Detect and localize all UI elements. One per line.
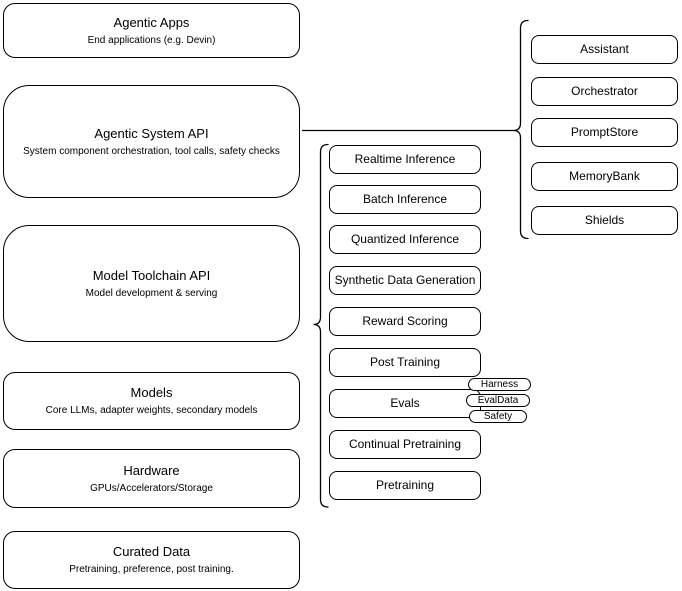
node-title: Models <box>130 385 173 400</box>
system-components-brace <box>513 19 529 240</box>
tag-label: Safety <box>483 410 513 422</box>
item-label: Assistant <box>580 42 629 56</box>
system-component-memorybank: MemoryBank <box>531 162 678 191</box>
node-subtitle: GPUs/Accelerators/Storage <box>90 482 213 494</box>
node-model-toolchain-api: Model Toolchain API Model development & … <box>3 225 300 342</box>
item-label: Post Training <box>369 355 441 369</box>
toolchain-item-quantized-inference: Quantized Inference <box>329 225 481 254</box>
toolchain-item-pretraining: Pretraining <box>329 471 481 500</box>
toolchain-brace <box>313 143 329 508</box>
node-title: Model Toolchain API <box>92 267 211 283</box>
node-curated-data: Curated Data Pretraining, preference, po… <box>3 531 300 589</box>
toolchain-item-continual-pretraining: Continual Pretraining <box>329 430 481 459</box>
node-models: Models Core LLMs, adapter weights, secon… <box>3 372 300 430</box>
toolchain-item-evals: Evals <box>329 389 481 418</box>
toolchain-item-post-training: Post Training <box>329 348 481 377</box>
system-component-promptstore: PromptStore <box>531 118 678 147</box>
item-label: PromptStore <box>570 125 639 139</box>
node-agentic-apps: Agentic Apps End applications (e.g. Devi… <box>3 3 300 58</box>
node-subtitle: End applications (e.g. Devin) <box>87 34 216 46</box>
toolchain-item-realtime-inference: Realtime Inference <box>329 145 481 174</box>
item-label: Batch Inference <box>362 192 448 206</box>
item-label: Shields <box>584 213 625 227</box>
evals-tag-safety: Safety <box>469 410 527 423</box>
toolchain-item-synthetic-data-generation: Synthetic Data Generation <box>329 266 481 295</box>
item-label: Pretraining <box>375 478 435 492</box>
item-label: Synthetic Data Generation <box>334 273 476 287</box>
toolchain-item-batch-inference: Batch Inference <box>329 185 481 214</box>
toolchain-item-reward-scoring: Reward Scoring <box>329 307 481 336</box>
system-component-assistant: Assistant <box>531 35 678 64</box>
item-label: Reward Scoring <box>362 314 448 328</box>
system-component-orchestrator: Orchestrator <box>531 77 678 106</box>
node-hardware: Hardware GPUs/Accelerators/Storage <box>3 449 300 508</box>
tag-label: Harness <box>480 378 519 390</box>
item-label: Orchestrator <box>571 84 638 98</box>
tag-label: EvalData <box>477 394 519 406</box>
node-subtitle: Pretraining, preference, post training. <box>69 564 234 575</box>
node-title: Hardware <box>123 462 180 478</box>
node-subtitle: Model development & serving <box>85 287 218 299</box>
item-label: MemoryBank <box>569 169 640 183</box>
node-title: Agentic Apps <box>113 14 190 30</box>
node-agentic-system-api: Agentic System API System component orch… <box>3 85 300 198</box>
evals-tag-evaldata: EvalData <box>466 394 530 407</box>
item-label: Continual Pretraining <box>348 437 462 451</box>
item-label: Evals <box>390 396 420 410</box>
node-title: Agentic System API <box>94 125 209 141</box>
system-component-shields: Shields <box>531 206 678 235</box>
item-label: Quantized Inference <box>350 232 460 246</box>
node-title: Curated Data <box>112 544 191 559</box>
evals-tag-harness: Harness <box>468 378 531 391</box>
node-subtitle: System component orchestration, tool cal… <box>23 145 280 157</box>
item-label: Realtime Inference <box>354 152 456 166</box>
node-subtitle: Core LLMs, adapter weights, secondary mo… <box>45 405 258 416</box>
